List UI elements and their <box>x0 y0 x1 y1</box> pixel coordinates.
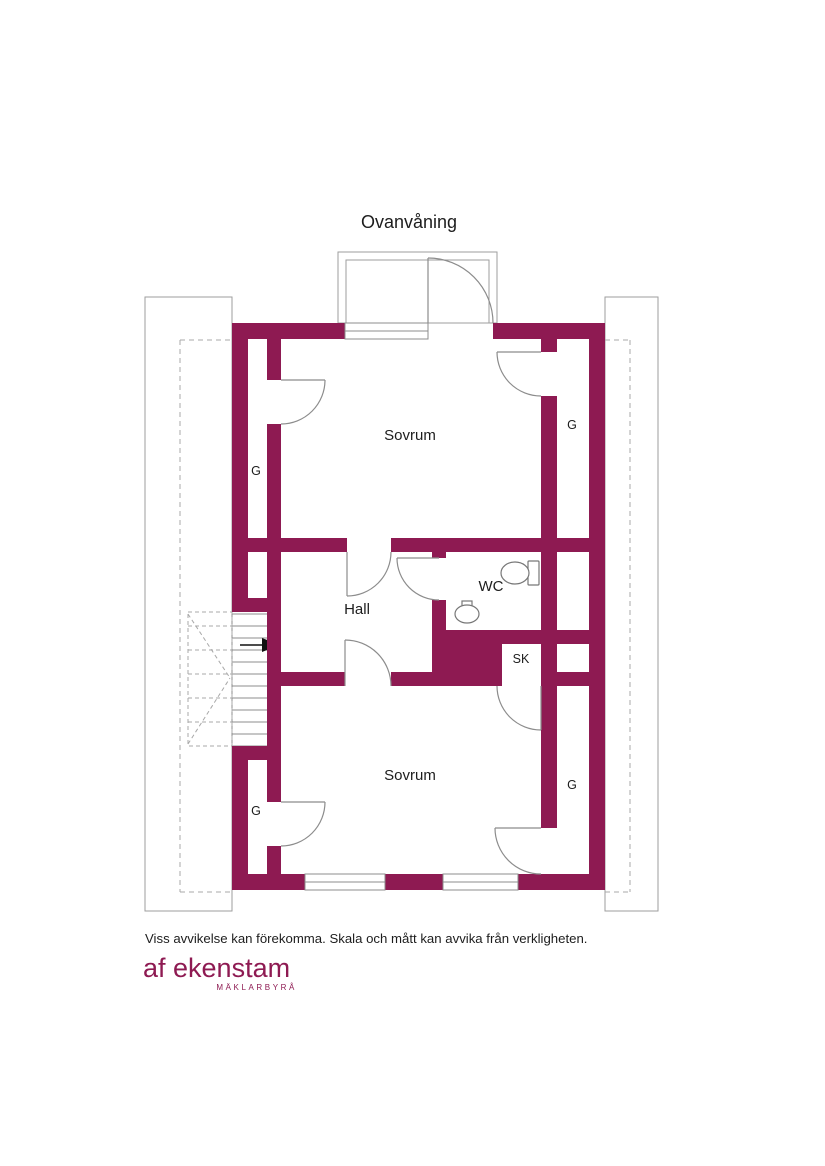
floor-title: Ovanvåning <box>361 212 457 232</box>
roof-zone-left <box>144 296 233 912</box>
window-bottom-right <box>442 873 519 891</box>
wall-segment <box>589 323 605 890</box>
door-closet-bottom-left <box>280 801 326 847</box>
brand-logo-text: af ekenstam <box>143 953 290 983</box>
wall-segment <box>432 600 446 630</box>
room-label-sk: SK <box>513 652 530 666</box>
wall-segment <box>493 323 605 339</box>
room-label-closet-top-right: G <box>567 418 577 432</box>
wall-segment <box>391 538 605 552</box>
room-label-closet-bottom-right: G <box>567 778 577 792</box>
wall-segment <box>267 552 281 802</box>
room-label-closet-top-left: G <box>251 464 261 478</box>
sink-icon <box>454 600 480 624</box>
window-top <box>344 322 429 340</box>
door-closet-top-left <box>280 379 326 425</box>
footer: Viss avvikelse kan förekomma. Skala och … <box>143 931 587 992</box>
room-label-wc: WC <box>479 578 504 595</box>
door-hall-bedroom-bottom <box>344 639 392 687</box>
wall-segment <box>232 746 281 760</box>
wall-segment <box>267 846 281 874</box>
walls <box>232 323 605 890</box>
wall-segment <box>232 760 248 890</box>
disclaimer-text: Viss avvikelse kan förekomma. Skala och … <box>145 931 587 946</box>
wall-segment <box>432 630 605 644</box>
door-dormer <box>427 257 494 324</box>
toilet-icon <box>500 560 540 586</box>
wall-segment <box>232 323 248 598</box>
wall-segment <box>267 339 281 380</box>
wall-segment <box>248 538 347 552</box>
windows <box>304 322 519 891</box>
wall-segment <box>281 672 345 686</box>
wall-segment <box>267 424 281 538</box>
wall-segment <box>391 672 497 686</box>
room-label-closet-bottom-left: G <box>251 804 261 818</box>
wall-segment <box>432 552 446 558</box>
fixtures <box>454 560 540 624</box>
door-closet-top-right <box>496 351 542 397</box>
room-label-bedroom-bottom: Sovrum <box>384 767 436 784</box>
roof-zone-right <box>604 296 659 912</box>
brand-logo-subtext: MÄKLARBYRÅ <box>216 983 297 992</box>
wall-segment <box>232 874 305 890</box>
room-labels: Sovrum G G Hall WC SK Sovrum G G <box>251 418 577 818</box>
wall-segment <box>541 339 557 352</box>
door-closet-bottom-right <box>494 827 542 875</box>
room-label-bedroom-top: Sovrum <box>384 427 436 444</box>
wall-segment <box>385 874 443 890</box>
room-label-hall: Hall <box>344 601 370 618</box>
wall-segment <box>232 323 345 339</box>
wall-segment <box>518 874 605 890</box>
wall-segment <box>232 598 281 612</box>
staircase-dashed-extension <box>187 611 233 747</box>
doors <box>280 257 542 875</box>
door-sk-closet <box>496 685 542 731</box>
window-bottom-left <box>304 873 386 891</box>
dormer-outline <box>337 251 498 324</box>
door-wc <box>396 557 440 601</box>
wall-segment <box>541 396 557 828</box>
door-bedroom-top-hall <box>346 551 392 597</box>
